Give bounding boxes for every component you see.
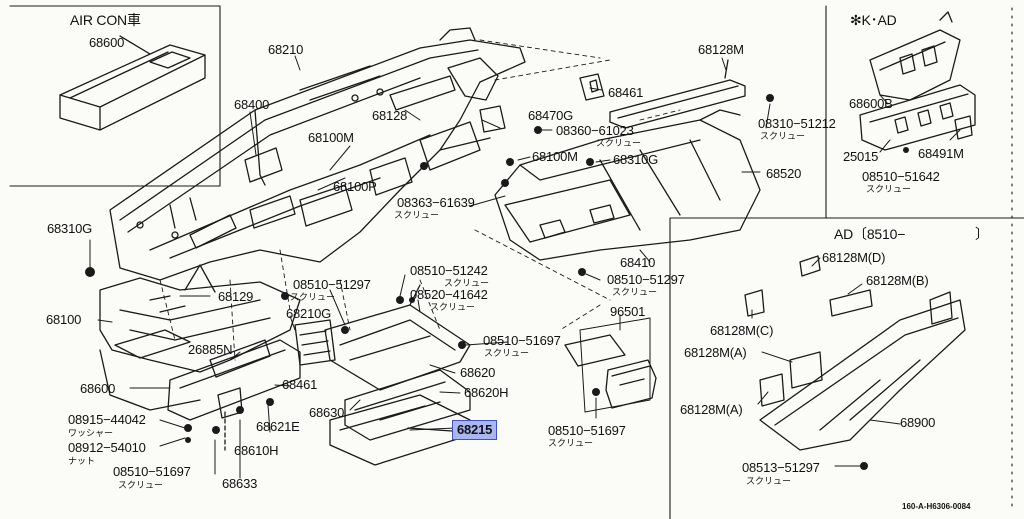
fastener-08912-type: ナット [68, 456, 96, 466]
fastener-08310-type: スクリュー [760, 131, 806, 141]
aircon-duct-drawing [59, 35, 206, 131]
part-68210g[interactable]: 68210G [286, 306, 332, 321]
fastener-08510-51242-type: スクリュー [444, 278, 490, 288]
section-title-air-con: AIR CON車 [70, 12, 141, 28]
fastener-08510-51697-c-type: スクリュー [118, 480, 164, 490]
part-68621e[interactable]: 68621E [256, 419, 300, 434]
lower-frame-drawing [99, 264, 301, 411]
part-68100m-left[interactable]: 68100M [308, 130, 354, 145]
fastener-08510-51697-a-type: スクリュー [484, 348, 530, 358]
fastener-08912-54010[interactable]: 08912−54010 [68, 440, 146, 455]
highlight-leader [407, 427, 453, 432]
fastener-08510-51297-a-type: スクリュー [290, 292, 336, 302]
fastener-08363-61639[interactable]: 08363−61639 [397, 195, 475, 210]
part-68600-aircon[interactable]: 68600 [89, 35, 125, 50]
fastener-08513-type: スクリュー [746, 476, 792, 486]
fastener-08310-51212[interactable]: 08310−51212 [758, 116, 836, 131]
part-68410[interactable]: 68410 [620, 255, 656, 270]
section-title-ad: AD〔8510− [834, 226, 906, 242]
part-26885n[interactable]: 26885N [188, 342, 233, 357]
top-strip-drawing [479, 59, 746, 133]
assembly-guides [159, 39, 681, 361]
instrument-panel-drawing [109, 27, 526, 281]
part-68620[interactable]: 68620 [460, 365, 496, 380]
part-25015[interactable]: 25015 [843, 149, 879, 164]
part-68128m-c[interactable]: 68128M(C) [710, 323, 774, 338]
figure-reference-code: 160-A-H6306-0084 [902, 502, 971, 511]
section-title-k-ad: ✻K･AD [850, 12, 897, 28]
part-68491m[interactable]: 68491M [918, 146, 964, 161]
part-68210[interactable]: 68210 [268, 42, 304, 57]
part-68600b[interactable]: 68600B [849, 96, 893, 111]
fastener-08510-51697-b[interactable]: 08510−51697 [548, 423, 626, 438]
part-68900[interactable]: 68900 [900, 415, 936, 430]
fastener-08510-51297-b-type: スクリュー [612, 287, 658, 297]
part-68215-highlighted[interactable]: 68215 [452, 420, 498, 440]
part-68128m-top[interactable]: 68128M [698, 42, 744, 57]
part-68620h[interactable]: 68620H [464, 385, 509, 400]
fastener-08520-41642[interactable]: 08520−41642 [410, 287, 488, 302]
fastener-08510-51697-b-type: スクリュー [548, 438, 594, 448]
section-frames [9, 5, 1024, 519]
part-68610h[interactable]: 68610H [234, 443, 279, 458]
part-68128m-b[interactable]: 68128M(B) [866, 273, 929, 288]
fastener-08513-51297[interactable]: 08513−51297 [742, 460, 820, 475]
part-68600-lower[interactable]: 68600 [80, 381, 116, 396]
part-68400[interactable]: 68400 [234, 97, 270, 112]
part-68129[interactable]: 68129 [218, 289, 254, 304]
part-68310g-center[interactable]: 68310G [613, 152, 659, 167]
fastener-08510-51642[interactable]: 08510−51642 [862, 169, 940, 184]
part-68461-lower[interactable]: 68461 [282, 377, 318, 392]
part-68633[interactable]: 68633 [222, 476, 258, 491]
center-panels-drawing [294, 284, 471, 466]
section-title-ad-close: 〕 [975, 226, 989, 242]
part-96501[interactable]: 96501 [610, 304, 646, 319]
kad-assembly-drawing [859, 11, 976, 151]
part-68128[interactable]: 68128 [372, 108, 408, 123]
fastener-08520-type: スクリュー [430, 302, 476, 312]
fastener-08510-51242[interactable]: 08510−51242 [410, 263, 488, 278]
part-68100[interactable]: 68100 [46, 312, 82, 327]
part-68461-top[interactable]: 68461 [608, 85, 644, 100]
ad-assembly-drawing [744, 255, 966, 451]
part-68520[interactable]: 68520 [766, 166, 802, 181]
part-68128m-a-lower[interactable]: 68128M(A) [680, 402, 743, 417]
fastener-08915-44042[interactable]: 08915−44042 [68, 412, 146, 427]
air-con-frame [9, 5, 221, 187]
fastener-08360-61023[interactable]: 08360−61023 [556, 123, 634, 138]
part-68128m-d[interactable]: 68128M(D) [822, 250, 886, 265]
fastener-08360-type: スクリュー [596, 138, 642, 148]
fastener-08510-51297-a[interactable]: 08510−51297 [293, 277, 371, 292]
part-68630[interactable]: 68630 [309, 405, 345, 420]
leader-lines [89, 35, 961, 479]
part-68100p[interactable]: 68100P [333, 179, 377, 194]
fastener-08510-51697-a[interactable]: 08510−51697 [483, 333, 561, 348]
part-68310g-left[interactable]: 68310G [47, 221, 93, 236]
part-68100m-center[interactable]: 68100M [532, 149, 578, 164]
box-96501-drawing [564, 317, 657, 413]
cluster-hood-drawing [494, 109, 761, 261]
part-68128m-a-upper[interactable]: 68128M(A) [684, 345, 747, 360]
fastener-08510-51697-c[interactable]: 08510−51697 [113, 464, 191, 479]
part-68470g[interactable]: 68470G [528, 108, 574, 123]
fastener-08510-51642-type: スクリュー [866, 184, 912, 194]
fastener-08915-type: ワッシャー [68, 428, 114, 438]
lower-trim-drawing [167, 339, 301, 451]
kad-ad-frame [669, 5, 827, 519]
screws [85, 94, 909, 470]
fastener-08510-51297-b[interactable]: 08510−51297 [607, 272, 685, 287]
fastener-08363-type: スクリュー [394, 210, 440, 220]
